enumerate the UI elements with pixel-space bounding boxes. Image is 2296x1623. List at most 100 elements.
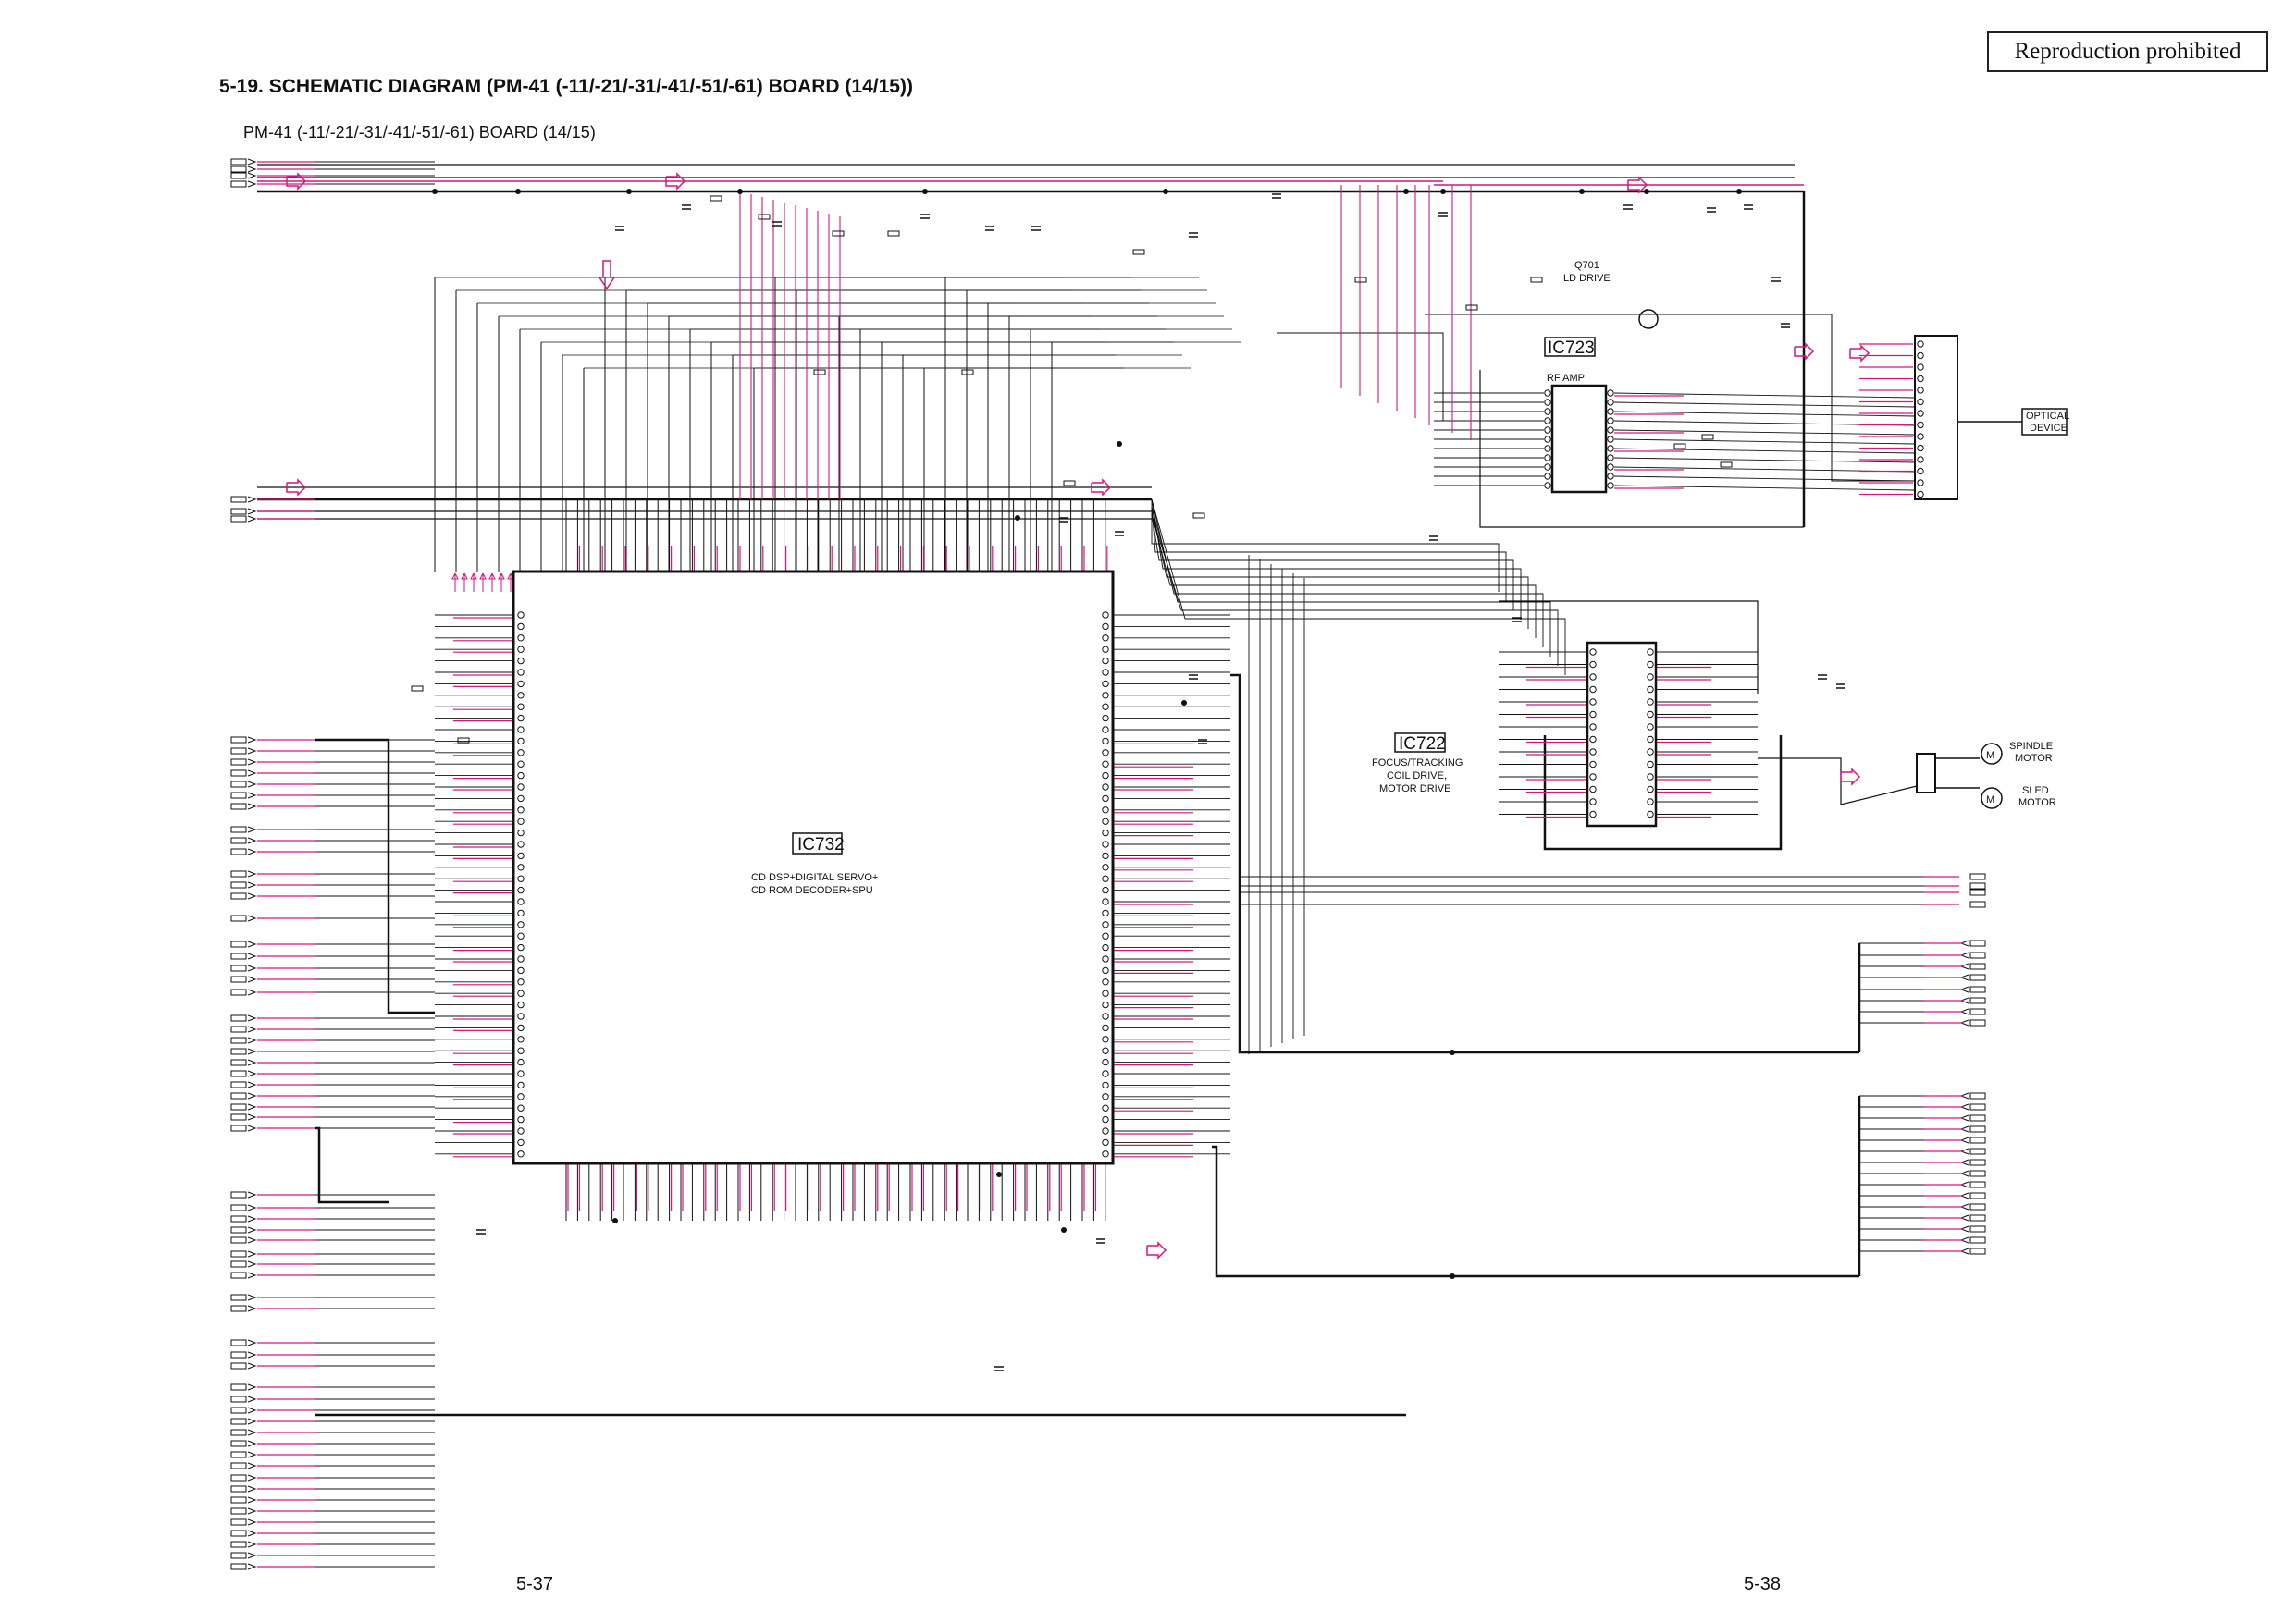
wire — [1613, 448, 1916, 454]
wire — [1151, 513, 1537, 638]
port-arrow — [247, 1518, 257, 1526]
port-arrow — [247, 965, 257, 972]
optical-pin — [1917, 444, 1924, 452]
ic732-left-pin — [517, 806, 525, 814]
port-arrow — [247, 953, 257, 960]
port-arrow — [247, 989, 257, 996]
ic732-chip: IC732 CD DSP+DIGITAL SERVO+ CD ROM DECOD… — [512, 570, 1115, 1165]
wire — [1613, 438, 1916, 445]
page-title: 5-19. SCHEMATIC DIAGRAM (PM-41 (-11/-21/… — [219, 76, 913, 97]
port-label-box — [230, 1418, 247, 1425]
port-label-box — [230, 1092, 247, 1100]
port-label-box — [230, 1462, 247, 1469]
junction-dot — [626, 189, 632, 194]
junction-dot — [1440, 189, 1446, 194]
port-label-box — [230, 1215, 247, 1223]
bus-line — [315, 738, 435, 1014]
port-label-box — [230, 769, 247, 777]
motor-connector: M SPINDLE MOTOR M SLED MOTOR — [1916, 741, 2056, 809]
port-label-box — [230, 1407, 247, 1414]
port-label-box — [1969, 889, 1986, 896]
ic732-right-pin — [1102, 943, 1109, 952]
port-label-box — [1969, 901, 1986, 908]
ic722-chip: IC722 FOCUS/TRACKING COIL DRIVE, MOTOR D… — [1372, 641, 1658, 828]
resistor — [1063, 480, 1076, 486]
ic722-pin — [1647, 698, 1654, 706]
ic732-right-pin — [1102, 921, 1109, 928]
port-label-box — [230, 736, 247, 744]
port-label-box — [230, 1048, 247, 1055]
port-label-box — [1969, 940, 1986, 947]
port-label-box — [230, 1507, 247, 1515]
port-label-box — [230, 1440, 247, 1447]
port-label-box — [230, 1026, 247, 1033]
optical-pin — [1917, 467, 1924, 475]
port-label-box — [230, 1339, 247, 1346]
ic732-right-pin — [1102, 909, 1109, 917]
ic722-pin — [1589, 773, 1597, 781]
junction-dot — [1015, 515, 1020, 521]
signal-flow-arrow — [498, 572, 505, 592]
ic732-right-pin — [1102, 829, 1109, 837]
ic722-pin — [1647, 798, 1654, 805]
ic732-left-pin — [517, 829, 525, 837]
ic732-ref: IC732 — [797, 835, 845, 855]
port-arrow — [247, 1236, 257, 1244]
port-label-box — [230, 1191, 247, 1199]
ic732-left-pin — [517, 634, 525, 642]
port-label-box — [230, 1496, 247, 1504]
reproduction-prohibited-stamp: Reproduction prohibited — [1987, 31, 2268, 72]
ic732-right-pin — [1102, 657, 1109, 665]
wire — [1499, 600, 1759, 694]
signal-flow-arrow — [479, 572, 487, 592]
ic732-right-pin — [1102, 990, 1109, 997]
ic732-desc-2: CD ROM DECODER+SPU — [751, 885, 873, 896]
ic732-left-pin — [517, 955, 525, 963]
wire — [1151, 498, 1522, 620]
ic723-pin — [1607, 399, 1614, 406]
ic722-pin — [1647, 710, 1654, 719]
port-label-box — [230, 1451, 247, 1458]
ic732-right-pin — [1102, 1036, 1109, 1043]
signal-flow-arrow — [461, 572, 468, 592]
signal-layer — [257, 161, 1963, 1568]
port-label-box — [230, 976, 247, 983]
wire — [1151, 498, 1544, 647]
resistor — [832, 230, 845, 237]
ic732-right-pin — [1102, 622, 1109, 631]
ic732-right-pin — [1102, 760, 1109, 768]
port-arrow — [247, 1081, 257, 1088]
resistor — [758, 214, 771, 220]
optical-label-1: OPTICAL — [2026, 411, 2069, 422]
ic732-right-pin — [1102, 1081, 1109, 1089]
ic722-pin — [1647, 723, 1654, 731]
resistor — [411, 685, 424, 692]
optical-pin — [1917, 456, 1924, 463]
q701-transistor: Q701 LD DRIVE — [1563, 260, 1659, 329]
port-label-box — [230, 941, 247, 948]
port-label-box — [230, 1294, 247, 1301]
port-label-box — [1969, 1137, 1986, 1144]
ic723-pin — [1544, 426, 1551, 434]
signal-flow-arrow — [1849, 344, 1870, 363]
wire — [1277, 332, 1444, 421]
optical-pin — [1917, 398, 1924, 406]
ic722-pin — [1647, 760, 1654, 768]
wire — [1613, 392, 1916, 399]
wire — [1151, 499, 1500, 592]
port-arrow — [247, 508, 257, 515]
ic732-right-pin — [1102, 898, 1109, 905]
port-label-box — [230, 1014, 247, 1022]
port-label-box — [230, 1059, 247, 1066]
port-label-box — [230, 1474, 247, 1482]
ic723-pin — [1607, 454, 1614, 461]
ic732-right-pin — [1102, 1104, 1109, 1112]
ic732-right-pin — [1102, 749, 1109, 756]
wire-layer — [247, 158, 1969, 1570]
port-arrow — [247, 1294, 257, 1301]
port-label-box — [230, 1429, 247, 1436]
ic723-pin — [1607, 463, 1614, 471]
wire — [1151, 506, 1507, 601]
ic732-right-pin — [1102, 932, 1109, 940]
optical-device-connector: OPTICAL DEVICE — [1914, 335, 2069, 500]
